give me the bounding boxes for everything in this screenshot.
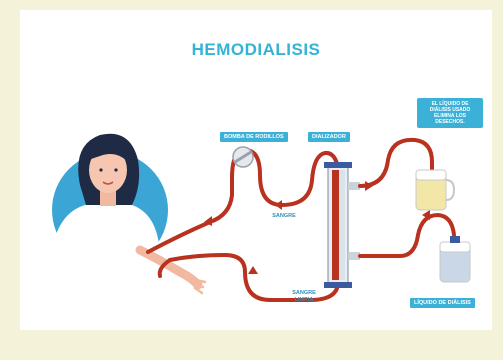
- roller-pump: [232, 146, 254, 168]
- hemodialysis-diagram: [50, 133, 471, 302]
- dialysis-fluid-label: LÍQUIDO DE DIÁLISIS: [410, 298, 475, 308]
- flow-arrows: [204, 181, 430, 274]
- blood-tubing: [146, 148, 340, 302]
- fresh-fluid-jug: [439, 236, 471, 283]
- dialyzer-label: DIALIZADOR: [308, 132, 350, 142]
- dialysate-tubing: [358, 137, 456, 258]
- clean-blood-label: SANGRE LIMPIA: [292, 290, 316, 303]
- blood-label: SANGRE: [272, 213, 296, 219]
- infographic-card: HEMODIALISIS: [20, 10, 492, 330]
- used-fluid-note: EL LÍQUIDO DE DIÁLISIS USADO ELIMINA LOS…: [417, 98, 483, 128]
- patient-illustration: [50, 133, 207, 295]
- used-fluid-jug: [415, 169, 456, 211]
- dialyzer: [324, 162, 360, 288]
- page-title: HEMODIALISIS: [191, 40, 321, 59]
- pump-label: BOMBA DE RODILLOS: [220, 132, 288, 142]
